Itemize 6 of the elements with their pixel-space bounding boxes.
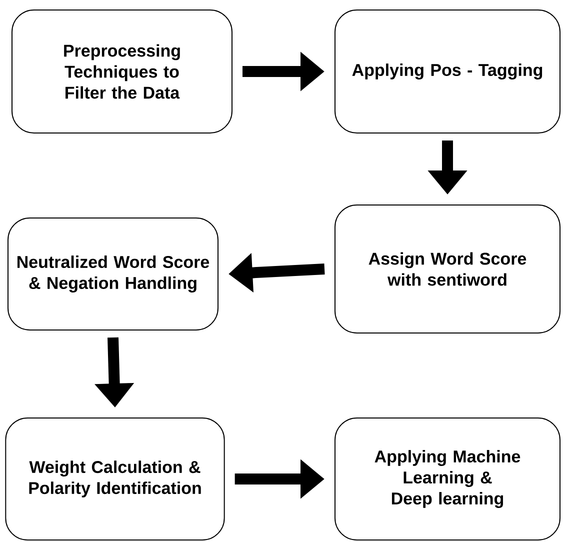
process-box: Preprocessing Techniques to Filter the Data (12, 10, 232, 134)
process-box: Applying Machine Learning & Deep learning (334, 418, 560, 540)
process-box: Assign Word Score with sentiword (334, 204, 560, 334)
process-box: Weight Calculation & Polarity Identification (5, 418, 225, 540)
process-box: Applying Pos - Tagging (334, 10, 560, 134)
process-box: Neutralized Word Score & Negation Handling (8, 218, 218, 330)
